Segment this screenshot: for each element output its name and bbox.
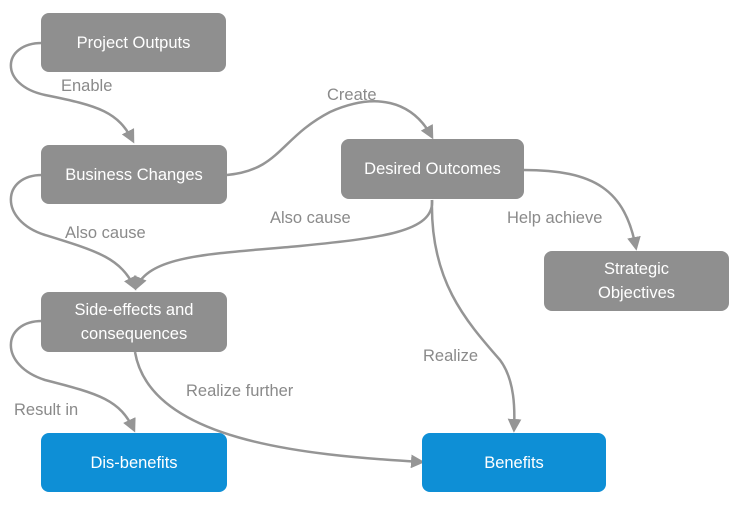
- label-help-achieve: Help achieve: [507, 209, 603, 227]
- label-enable: Enable: [61, 77, 113, 95]
- edge-help-achieve: [522, 168, 641, 251]
- node-strategic-objectives: Strategic Objectives: [544, 251, 729, 311]
- label-realize-further: Realize further: [186, 382, 294, 400]
- label-also-cause-right: Also cause: [270, 209, 351, 227]
- edge-also-cause-right: [133, 199, 434, 291]
- edge-realize-further: [133, 351, 425, 469]
- edge-also-cause-left: [9, 173, 137, 291]
- node-desired-outcomes: Desired Outcomes: [341, 139, 524, 199]
- node-project-outputs: Project Outputs: [41, 13, 226, 72]
- node-benefits: Benefits: [422, 433, 606, 492]
- node-dis-benefits: Dis-benefits: [41, 433, 227, 492]
- node-business-changes: Business Changes: [41, 145, 227, 204]
- edge-result-in: [9, 319, 136, 433]
- label-realize: Realize: [423, 347, 479, 365]
- label-result-in: Result in: [14, 401, 79, 419]
- edge-realize: [430, 199, 522, 433]
- label-also-cause-left: Also cause: [65, 224, 146, 242]
- label-create: Create: [327, 86, 377, 104]
- edge-enable: [9, 41, 135, 144]
- edge-create: [226, 100, 434, 177]
- node-side-effects: Side-effects and consequences: [41, 292, 227, 352]
